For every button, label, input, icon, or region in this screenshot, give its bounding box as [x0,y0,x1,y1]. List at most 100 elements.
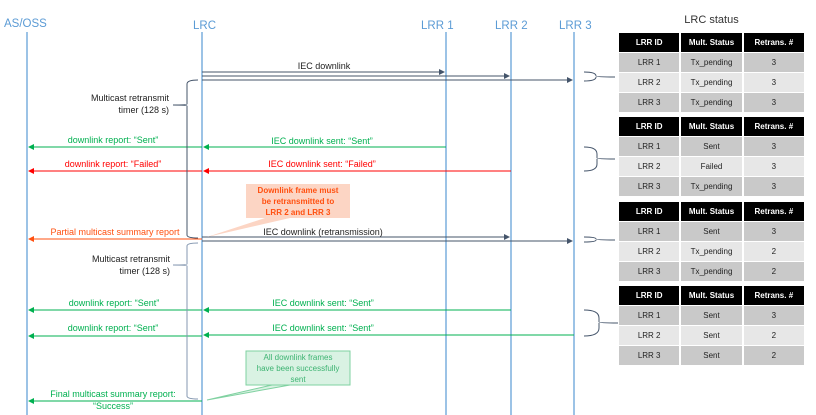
table-header-cell: Retrans. # [743,286,804,305]
success-note: All downlink frames have been successful… [246,352,350,385]
table-header-cell: LRR ID [619,202,680,221]
retransmit-note: Downlink frame must be retransmitted to … [246,185,350,218]
status-brace-4 [583,309,619,337]
table-header-cell: LRR ID [619,33,680,52]
table-cell: Tx_pending [681,93,742,112]
note-line: Downlink frame must [257,186,339,195]
label-timer2-line1: Multicast retransmit [91,254,170,264]
table-cell: 3 [743,177,804,196]
label-final-report-2: “Success” [92,401,134,411]
table-cell: Tx_pending [681,53,742,72]
table-cell: LRR 2 [619,242,680,261]
note-line: be retransmitted to [261,197,335,206]
label-iec-sent-1: IEC downlink sent: “Sent” [271,136,373,146]
label-timer2-line2: timer (128 s) [119,266,170,276]
table-cell: LRR 2 [619,326,680,345]
timer-brace-1 [172,79,199,239]
timer-brace-2 [172,242,199,400]
label-report-sent-3: downlink report: “Sent” [67,323,159,333]
retransmit-note-box [246,184,350,218]
table-cell: 2 [743,242,804,261]
label-iec-downlink: IEC downlink [297,61,351,71]
label-report-sent-1: downlink report: “Sent” [67,135,159,145]
table-cell: Sent [681,346,742,365]
table-cell: Failed [681,157,742,176]
label-timer1-line1: Multicast retransmit [90,93,169,103]
table-cell: Tx_pending [681,73,742,92]
label-report-failed: downlink report: “Failed” [64,159,162,169]
table-header-cell: LRR ID [619,286,680,305]
table-cell: LRR 3 [619,262,680,281]
table-cell: Tx_pending [681,262,742,281]
table-cell: Tx_pending [681,242,742,261]
note-line: All downlink frames [263,353,333,362]
table-cell: Sent [681,137,742,156]
actor-lrr2: LRR 2 [495,20,528,32]
note-line: sent [290,375,306,384]
table-cell: LRR 3 [619,93,680,112]
table-cell: 3 [743,222,804,241]
actor-lrr1: LRR 1 [421,20,454,32]
label-iec-sent-3: IEC downlink sent: “Sent” [272,323,374,333]
success-note-box [245,350,351,386]
table-cell: 2 [743,346,804,365]
table-header-cell: Retrans. # [743,202,804,221]
table-cell: LRR 3 [619,346,680,365]
label-iec-retrans: IEC downlink (retransmission) [263,227,383,237]
table-cell: 3 [743,53,804,72]
label-timer1-line2: timer (128 s) [118,105,169,115]
table-cell: Sent [681,326,742,345]
status-title: LRC status [684,14,739,26]
actor-as-oss: AS/OSS [4,18,47,30]
table-header-cell: Mult. Status [681,117,742,136]
table-header-cell: Mult. Status [681,202,742,221]
label-report-sent-2: downlink report: “Sent” [68,298,160,308]
table-cell: LRR 1 [619,53,680,72]
label-iec-sent-2: IEC downlink sent: “Sent” [272,298,374,308]
table-cell: Tx_pending [681,177,742,196]
table-cell: 3 [743,93,804,112]
actor-lrc: LRC [193,20,217,32]
status-brace-2 [583,146,616,172]
status-brace-3 [583,236,616,243]
note-line: have been successfully [256,364,340,373]
table-cell: LRR 1 [619,306,680,325]
table-cell: LRR 2 [619,73,680,92]
table-cell: 2 [743,326,804,345]
label-final-report-1: Final multicast summary report: [50,389,176,399]
table-header-cell: Mult. Status [681,33,742,52]
label-partial-report: Partial multicast summary report [50,227,180,237]
table-cell: LRR 3 [619,177,680,196]
table-cell: 3 [743,137,804,156]
status-brace-1 [583,71,616,82]
table-header-cell: LRR ID [619,117,680,136]
note-line: LRR 2 and LRR 3 [265,208,331,217]
table-cell: LRR 1 [619,137,680,156]
table-header-cell: Retrans. # [743,33,804,52]
table-header-cell: Mult. Status [681,286,742,305]
actor-lrr3: LRR 3 [559,20,592,32]
table-cell: Sent [681,222,742,241]
table-cell: 2 [743,262,804,281]
table-cell: LRR 2 [619,157,680,176]
label-iec-failed: IEC downlink sent: “Failed” [268,159,376,169]
